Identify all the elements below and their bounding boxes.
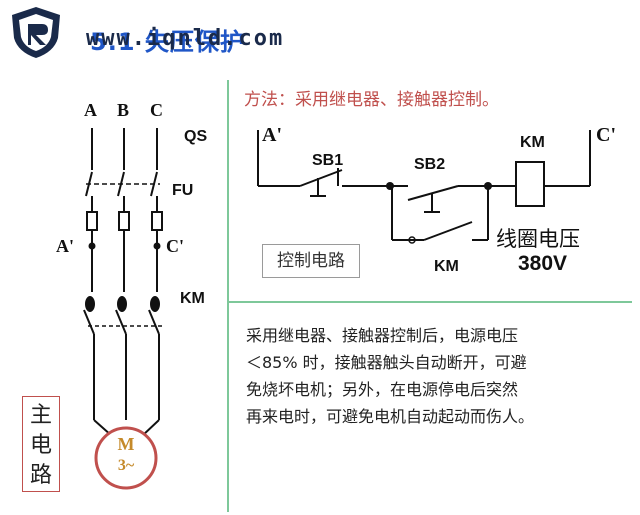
coil-voltage-label: 线圈电压 <box>496 227 580 251</box>
control-a-prime-label: A' <box>262 124 282 146</box>
watermark-text: www.iqnld.com <box>86 26 285 51</box>
km-coil-label: KM <box>520 134 545 151</box>
shield-logo-icon <box>12 7 60 58</box>
main-c-prime-label: C' <box>166 236 184 256</box>
main-circuit-label-box: 主 电 路 <box>22 396 60 492</box>
km-contact-label: KM <box>434 258 459 275</box>
page-title: 5.1 失压保护 <box>90 28 245 56</box>
control-circuit-label: 控制电路 <box>262 244 360 278</box>
control-c-prime-label: C' <box>596 124 616 146</box>
fu-label: FU <box>172 182 194 199</box>
phase-a-label: A <box>84 100 97 120</box>
sb1-label: SB1 <box>312 152 344 169</box>
phase-c-label: C <box>150 100 163 120</box>
main-a-prime-label: A' <box>56 236 74 256</box>
description-text: 采用继电器、接触器控制后，电源电压 ＜85% 时，接触器触头自动断开，可避 免烧… <box>246 326 535 426</box>
method-text: 方法：采用继电器、接触器控制。 <box>244 90 499 110</box>
motor-symbol <box>94 426 158 490</box>
main-km-label: KM <box>180 290 205 307</box>
qs-label: QS <box>184 128 208 145</box>
coil-voltage-value: 380V <box>518 252 568 275</box>
phase-b-label: B <box>117 100 130 120</box>
motor-phase-label: 3~ <box>117 457 135 474</box>
motor-m-label: M <box>117 434 135 454</box>
sb2-label: SB2 <box>414 156 446 173</box>
